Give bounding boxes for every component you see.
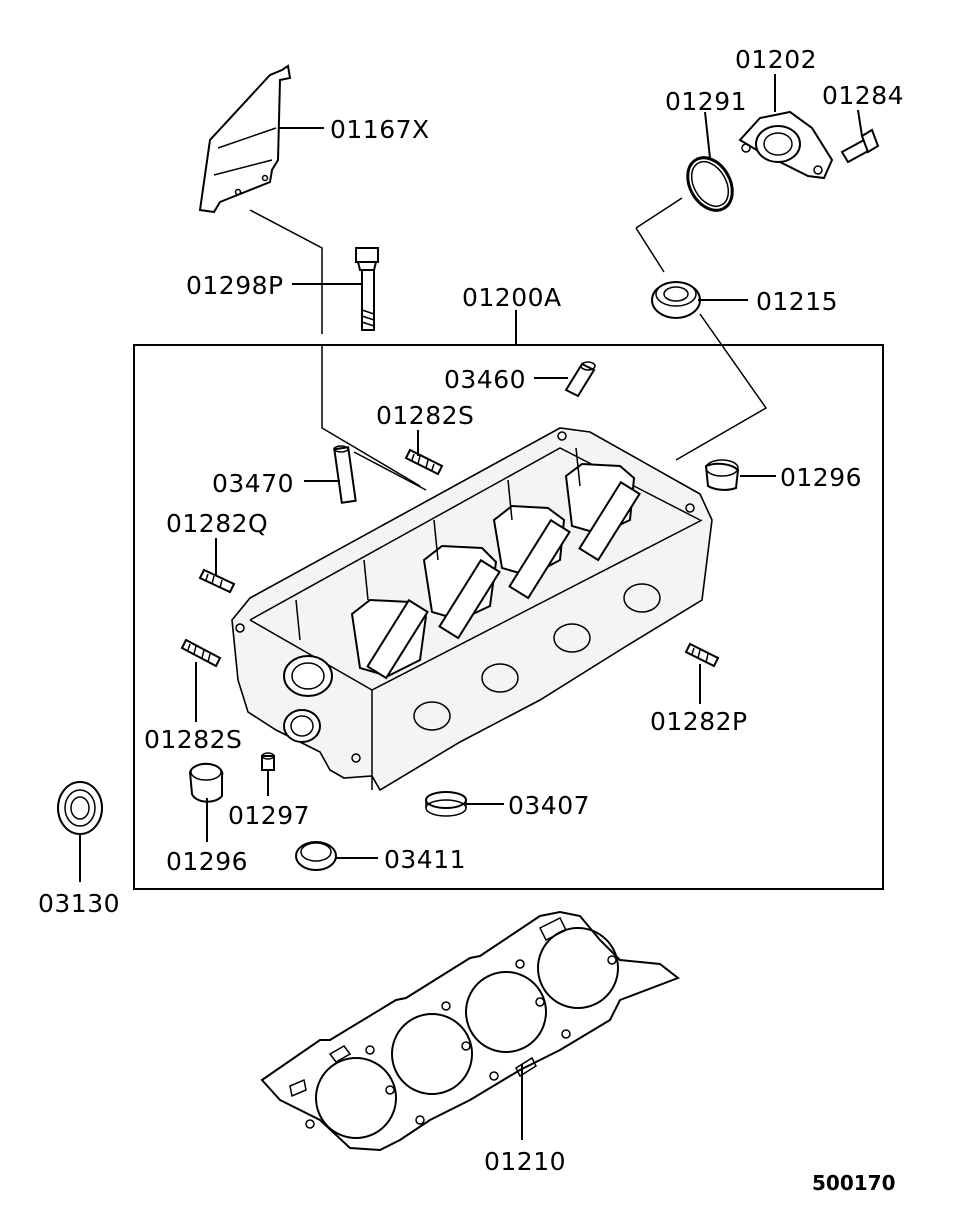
plug-01296-bottom[interactable]: [188, 762, 224, 803]
label-01215: 01215: [756, 287, 838, 316]
label-01298P: 01298P: [186, 271, 284, 300]
stud-01282S-left[interactable]: [180, 638, 222, 668]
label-03460: 03460: [444, 365, 526, 394]
label-01291: 01291: [665, 87, 747, 116]
label-01282P: 01282P: [650, 707, 748, 736]
label-03470: 03470: [212, 469, 294, 498]
label-01282S-top: 01282S: [376, 401, 474, 430]
seal-01215[interactable]: [651, 281, 701, 319]
head-gasket-01210[interactable]: [260, 910, 681, 1152]
label-01200A: 01200A: [462, 283, 562, 312]
label-01202: 01202: [735, 45, 817, 74]
leader-lines: [79, 74, 863, 1140]
label-01167X: 01167X: [330, 115, 430, 144]
assembly-frame: [133, 344, 884, 890]
screw-01284[interactable]: [840, 128, 880, 164]
stud-01282Q[interactable]: [198, 568, 236, 594]
label-01210: 01210: [484, 1147, 566, 1176]
label-01284: 01284: [822, 81, 904, 110]
label-03130: 03130: [38, 889, 120, 918]
part-labels: 01167X 01202 01291 01284 01298P 01200A 0…: [38, 45, 904, 1195]
seal-03411[interactable]: [295, 841, 337, 871]
label-03407: 03407: [508, 791, 590, 820]
plug-01296-right[interactable]: [704, 459, 740, 491]
dowel-01297[interactable]: [261, 752, 275, 771]
bracket-01167X[interactable]: [198, 64, 292, 214]
label-01296-right: 01296: [780, 463, 862, 492]
label-01282S-left: 01282S: [144, 725, 242, 754]
guide-03470[interactable]: [333, 445, 357, 504]
reference-code: 500170: [812, 1171, 896, 1195]
cylinder-head-01200A[interactable]: [231, 427, 713, 792]
o-ring-01291[interactable]: [679, 150, 742, 218]
stud-01282S-top[interactable]: [404, 448, 444, 476]
label-03411: 03411: [384, 845, 466, 874]
housing-01202[interactable]: [738, 110, 834, 180]
label-01282Q: 01282Q: [166, 509, 268, 538]
oil-seal-03130[interactable]: [57, 781, 103, 835]
ring-03407[interactable]: [425, 791, 467, 817]
label-01296-bottom: 01296: [166, 847, 248, 876]
label-01297: 01297: [228, 801, 310, 830]
bolt-01298P[interactable]: [355, 247, 379, 331]
stud-01282P[interactable]: [684, 642, 720, 668]
guide-03460[interactable]: [564, 361, 596, 398]
